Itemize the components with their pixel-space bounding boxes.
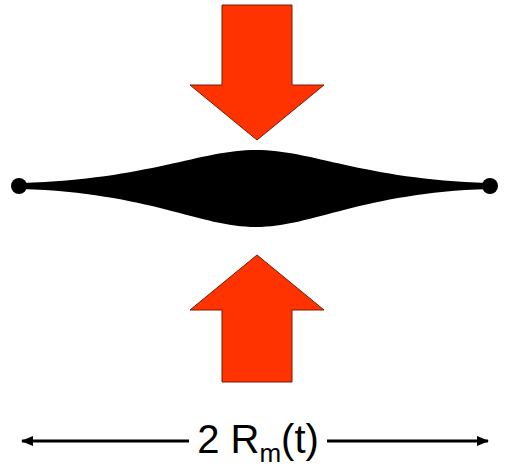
lens-body [22,150,488,227]
end-bead [482,178,498,194]
force-arrow [190,5,324,140]
dimension-text: 2 R [197,417,259,462]
dimension-label: 2 Rm(t) [189,417,327,462]
end-bead [11,178,27,194]
force-arrow [190,255,324,382]
dimension-text: (t) [281,417,319,462]
subscript-text: m [259,438,281,469]
